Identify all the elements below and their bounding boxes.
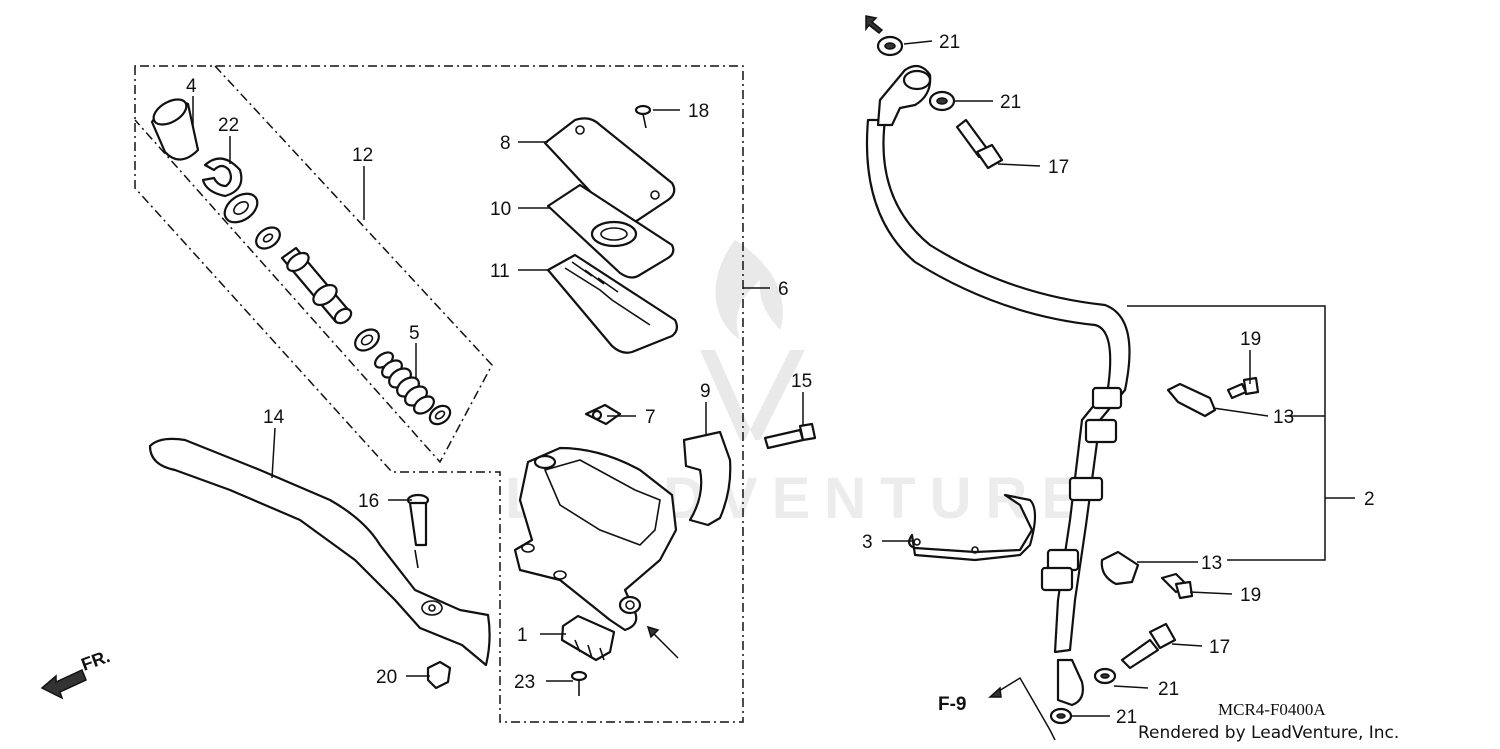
reference-label: F-9 bbox=[938, 694, 967, 715]
callout-21-lower: 21 bbox=[1158, 679, 1179, 700]
view-arrow-head-icon bbox=[646, 625, 660, 639]
callout-7: 7 bbox=[645, 407, 656, 428]
part-17-bolt-upper bbox=[955, 118, 1004, 170]
callout-17-upper: 17 bbox=[1048, 157, 1069, 178]
part-13-clamp-upper bbox=[1166, 382, 1217, 418]
callout-12: 12 bbox=[352, 145, 373, 166]
callout-9: 9 bbox=[700, 381, 711, 402]
part-6-master-cylinder-body bbox=[513, 446, 678, 632]
credit-text: Rendered by LeadVenture, Inc. bbox=[1138, 723, 1399, 743]
callout-21-top: 21 bbox=[939, 32, 960, 53]
end-ring-part-12 bbox=[428, 404, 452, 426]
part-18-screw bbox=[634, 104, 652, 129]
callout-11: 11 bbox=[490, 261, 510, 282]
callout-21-bottom: 21 bbox=[1116, 707, 1137, 728]
piston-kit-group-outline bbox=[134, 65, 493, 464]
front-direction-arrow-icon bbox=[40, 668, 87, 700]
reference-arrow-lines bbox=[993, 676, 1056, 741]
diagram-code: MCR4-F0400A bbox=[1218, 700, 1326, 719]
part-10-plate bbox=[546, 183, 675, 279]
washer-part-12 bbox=[223, 192, 259, 224]
callout-19-lower: 19 bbox=[1240, 585, 1261, 606]
callout-23: 23 bbox=[514, 672, 535, 693]
part-4-boot bbox=[150, 98, 200, 161]
hose-direction-arrow-icon bbox=[865, 15, 884, 35]
part-3-bracket bbox=[908, 493, 1037, 562]
callout-6: 6 bbox=[778, 279, 789, 300]
part-13-clamp-lower bbox=[1100, 550, 1140, 586]
part-21-washer-upper bbox=[928, 90, 956, 112]
part-2-brake-hose bbox=[865, 64, 1131, 707]
part-19-bolt-lower bbox=[1160, 572, 1194, 600]
part-21-washer-lower bbox=[1093, 667, 1117, 685]
callout-18: 18 bbox=[688, 101, 709, 122]
front-label: FR. bbox=[79, 646, 113, 675]
callout-14: 14 bbox=[263, 407, 285, 428]
callout-21-upper: 21 bbox=[1000, 92, 1021, 113]
part-14-lever bbox=[148, 437, 491, 667]
callout-22: 22 bbox=[218, 115, 239, 136]
callout-13-lower: 13 bbox=[1201, 553, 1222, 574]
part-21-washer-top bbox=[876, 35, 904, 57]
part-1-switch bbox=[560, 614, 616, 662]
part-19-bolt-upper bbox=[1226, 376, 1260, 400]
callout-5: 5 bbox=[409, 323, 420, 344]
part-23-screw bbox=[570, 670, 588, 696]
seal-part-12 bbox=[255, 226, 281, 250]
callout-1: 1 bbox=[517, 625, 528, 646]
callout-3: 3 bbox=[862, 532, 873, 553]
callout-20: 20 bbox=[376, 667, 397, 688]
callout-13-upper: 13 bbox=[1273, 407, 1294, 428]
cup-part-12 bbox=[354, 328, 380, 352]
callout-10: 10 bbox=[490, 199, 511, 220]
callout-4: 4 bbox=[186, 76, 197, 97]
part-5-spring bbox=[374, 351, 435, 415]
callout-15: 15 bbox=[791, 371, 812, 392]
part-16-pivot-bolt bbox=[406, 493, 430, 569]
leader-lines bbox=[192, 40, 1355, 717]
part-11-diaphragm bbox=[546, 253, 679, 354]
watermark-logo bbox=[700, 240, 805, 440]
piston-part-12 bbox=[280, 246, 353, 325]
callout-2: 2 bbox=[1364, 489, 1375, 510]
part-22-circlip bbox=[201, 157, 243, 198]
reference-arrow-head-icon bbox=[988, 686, 1002, 698]
part-15-bolt bbox=[763, 422, 817, 450]
view-arrow-line bbox=[649, 629, 679, 659]
part-17-bolt-lower bbox=[1120, 622, 1177, 670]
callout-17-lower: 17 bbox=[1209, 637, 1230, 658]
callout-8: 8 bbox=[500, 133, 511, 154]
part-7-fitting bbox=[584, 403, 622, 426]
callout-16: 16 bbox=[358, 491, 379, 512]
part-9-holder bbox=[682, 430, 732, 527]
part-20-nut bbox=[426, 660, 452, 690]
master-cylinder-group-outline bbox=[134, 65, 744, 723]
callout-19-upper: 19 bbox=[1240, 329, 1261, 350]
part-21-washer-bottom bbox=[1049, 707, 1073, 725]
